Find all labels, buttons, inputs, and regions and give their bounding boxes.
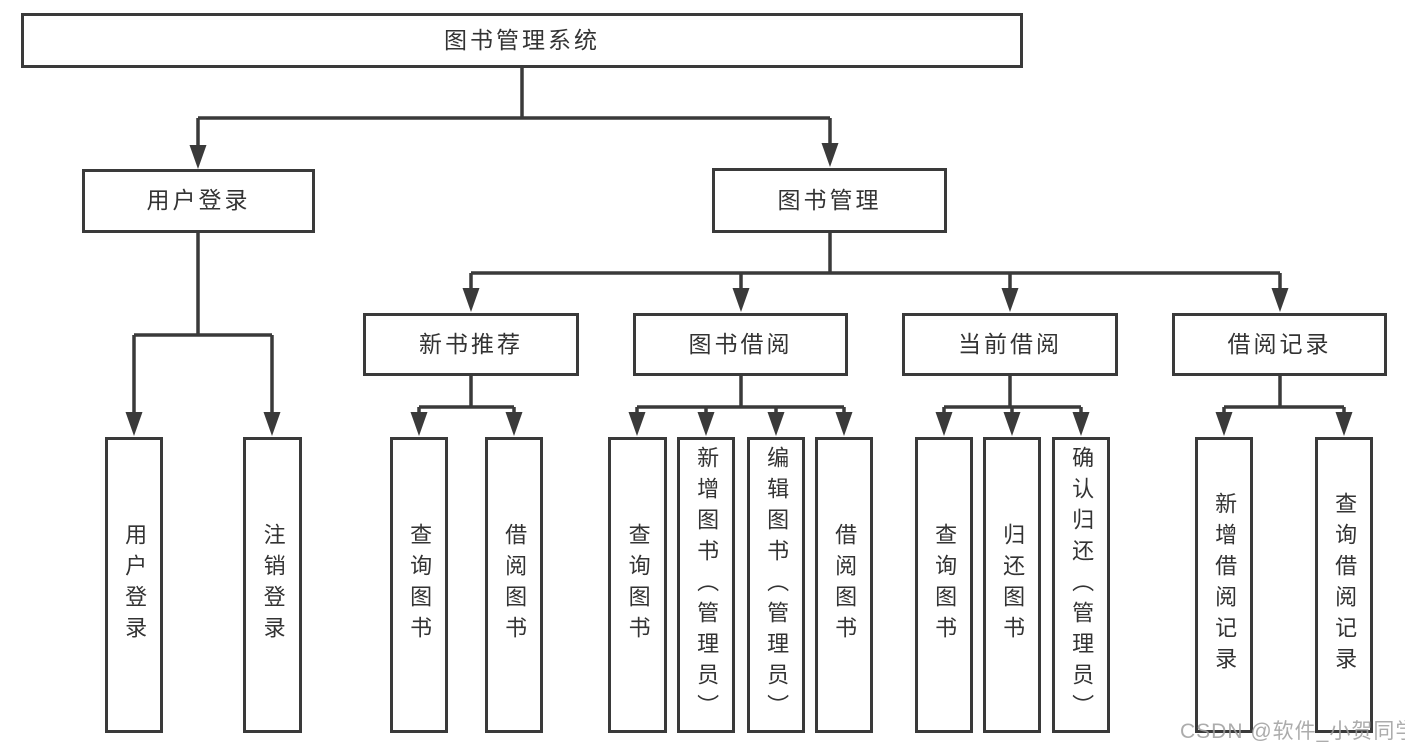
connector-userlogin-children — [132, 233, 274, 414]
node-user-login: 用户登录 — [82, 169, 315, 233]
connector-root-to-level2 — [196, 68, 832, 147]
leaf-borrow-books: 借阅图书 — [815, 437, 873, 733]
leaf-query-borrow-record-label: 查询借阅记录 — [1332, 492, 1358, 678]
leaf-add-books-admin-label: 新增图书（管理员） — [694, 445, 720, 725]
leaf-recommend-query-books: 查询图书 — [390, 437, 448, 733]
leaf-current-query-books: 查询图书 — [915, 437, 973, 733]
leaf-confirm-return-admin-label: 确认归还（管理员） — [1069, 445, 1095, 725]
leaf-add-borrow-record: 新增借阅记录 — [1195, 437, 1253, 733]
node-current-borrowing-label: 当前借阅 — [958, 330, 1062, 357]
connector-borrow-children — [635, 376, 846, 414]
connector-bookmgmt-children — [469, 233, 1282, 290]
node-current-borrowing: 当前借阅 — [902, 313, 1118, 376]
leaf-query-borrow-record: 查询借阅记录 — [1315, 437, 1373, 733]
leaf-edit-books-admin-label: 编辑图书（管理员） — [764, 445, 790, 725]
leaf-return-books-label: 归还图书 — [1000, 523, 1026, 647]
node-new-book-recommend: 新书推荐 — [363, 313, 579, 376]
leaf-confirm-return-admin: 确认归还（管理员） — [1052, 437, 1110, 733]
connector-recommend-children — [417, 376, 516, 414]
node-root-library-system: 图书管理系统 — [21, 13, 1023, 68]
leaf-return-books: 归还图书 — [983, 437, 1041, 733]
leaf-recommend-borrow-books-label: 借阅图书 — [502, 523, 528, 647]
csdn-watermark: CSDN @软件_小贺同学 — [1180, 720, 1405, 743]
node-book-borrowing: 图书借阅 — [633, 313, 848, 376]
node-book-management: 图书管理 — [712, 168, 947, 233]
connector-current-children — [942, 376, 1083, 414]
node-book-management-label: 图书管理 — [777, 186, 882, 213]
leaf-recommend-borrow-books: 借阅图书 — [485, 437, 543, 733]
leaf-borrow-books-label: 借阅图书 — [832, 523, 858, 647]
leaf-recommend-query-books-label: 查询图书 — [407, 523, 433, 647]
node-root-label: 图书管理系统 — [444, 26, 600, 53]
leaf-logout-label: 注销登录 — [260, 523, 286, 647]
leaf-add-books-admin: 新增图书（管理员） — [677, 437, 735, 733]
connector-records-children — [1222, 376, 1346, 414]
leaf-logout: 注销登录 — [243, 437, 302, 733]
leaf-borrow-query-books-label: 查询图书 — [625, 523, 651, 647]
node-borrowing-records-label: 借阅记录 — [1227, 330, 1332, 357]
node-new-book-recommend-label: 新书推荐 — [419, 330, 523, 357]
leaf-user-login: 用户登录 — [105, 437, 163, 733]
node-book-borrowing-label: 图书借阅 — [688, 330, 793, 357]
leaf-edit-books-admin: 编辑图书（管理员） — [747, 437, 805, 733]
node-user-login-label: 用户登录 — [146, 187, 251, 214]
leaf-user-login-label: 用户登录 — [122, 523, 148, 647]
node-borrowing-records: 借阅记录 — [1172, 313, 1387, 376]
leaf-add-borrow-record-label: 新增借阅记录 — [1212, 492, 1238, 678]
leaf-borrow-query-books: 查询图书 — [608, 437, 667, 733]
leaf-current-query-books-label: 查询图书 — [932, 523, 958, 647]
arrowheads — [125, 143, 1353, 436]
